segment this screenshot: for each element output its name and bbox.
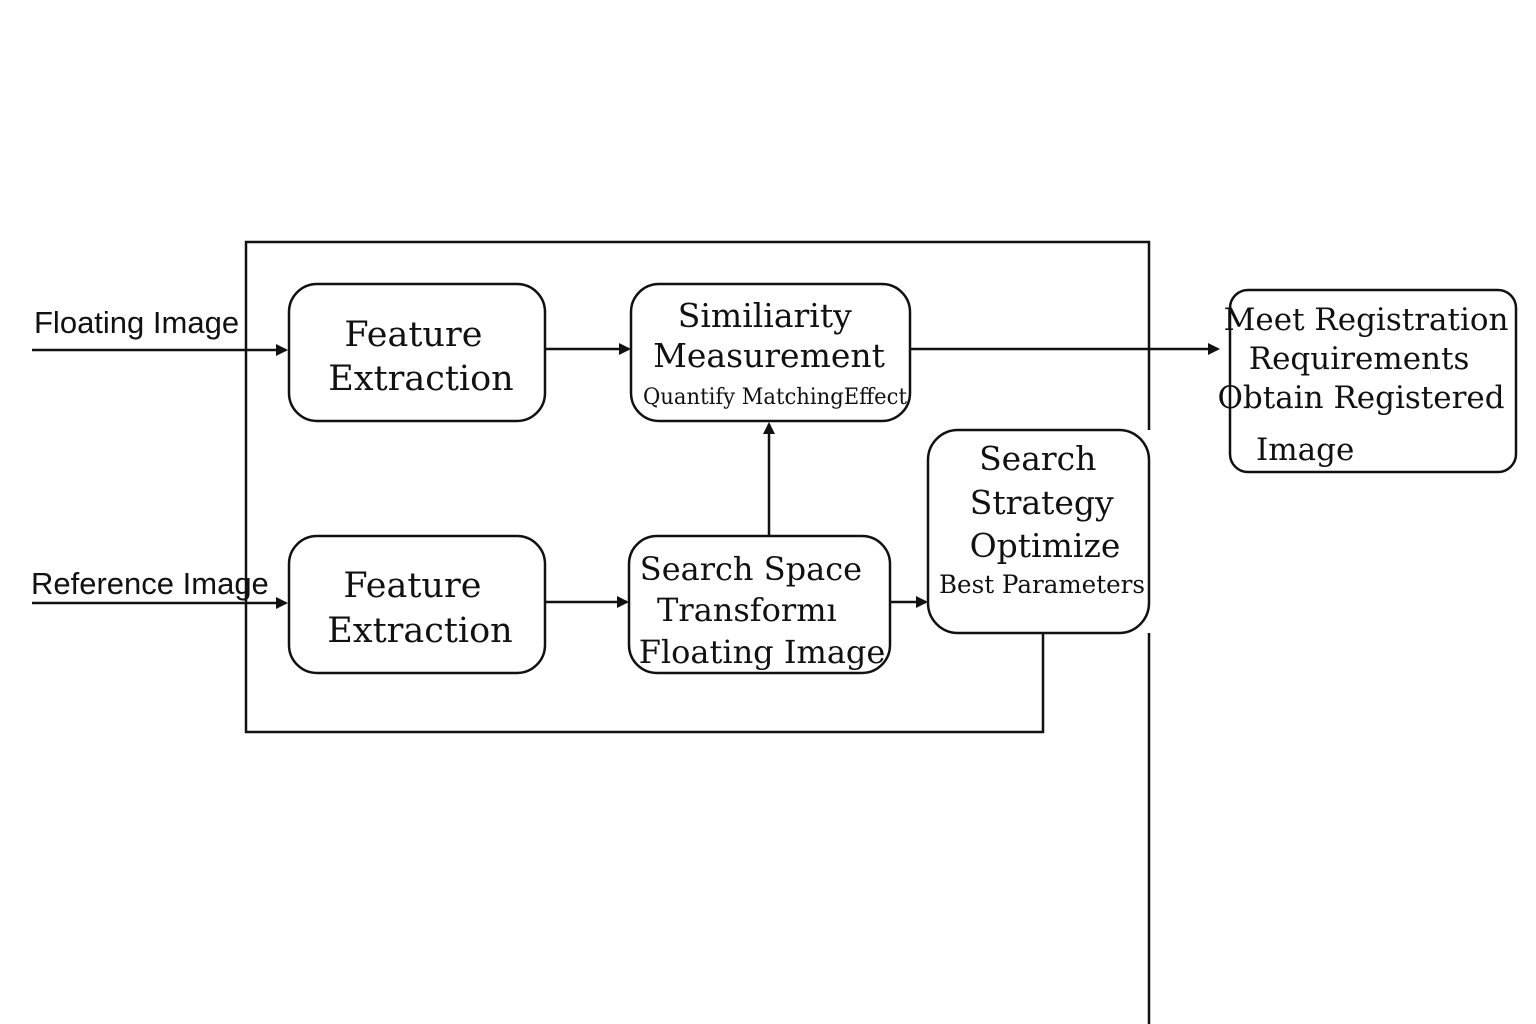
feature-extraction-top-label: Feature Extraction [328, 315, 513, 399]
search-strategy-note: Best Parameters [939, 570, 1145, 599]
search-space-label: Search Space Transformı Floating Image [639, 550, 886, 671]
search-strategy-box [926, 428, 1151, 635]
similarity-measurement-label: Similiarity Measurement [653, 296, 885, 375]
output-box [1228, 288, 1518, 474]
feature-extraction-top-box [287, 282, 547, 423]
similarity-measurement-note: Quantify MatchingEffect [643, 385, 907, 410]
floating-image-label: Floating Image [34, 305, 239, 340]
search-strategy-label: Search Strategy Optimize [970, 439, 1125, 565]
reference-image-label: Reference Image [31, 566, 269, 601]
similarity-measurement-box [629, 282, 912, 423]
output-label: Meet Registration Requirements Obtain Re… [1218, 302, 1519, 468]
feature-extraction-bottom-label: Feature Extraction [327, 566, 512, 651]
feature-extraction-bottom-box [287, 534, 547, 675]
enclosing-frame [244, 240, 1151, 734]
search-space-box [627, 534, 892, 675]
